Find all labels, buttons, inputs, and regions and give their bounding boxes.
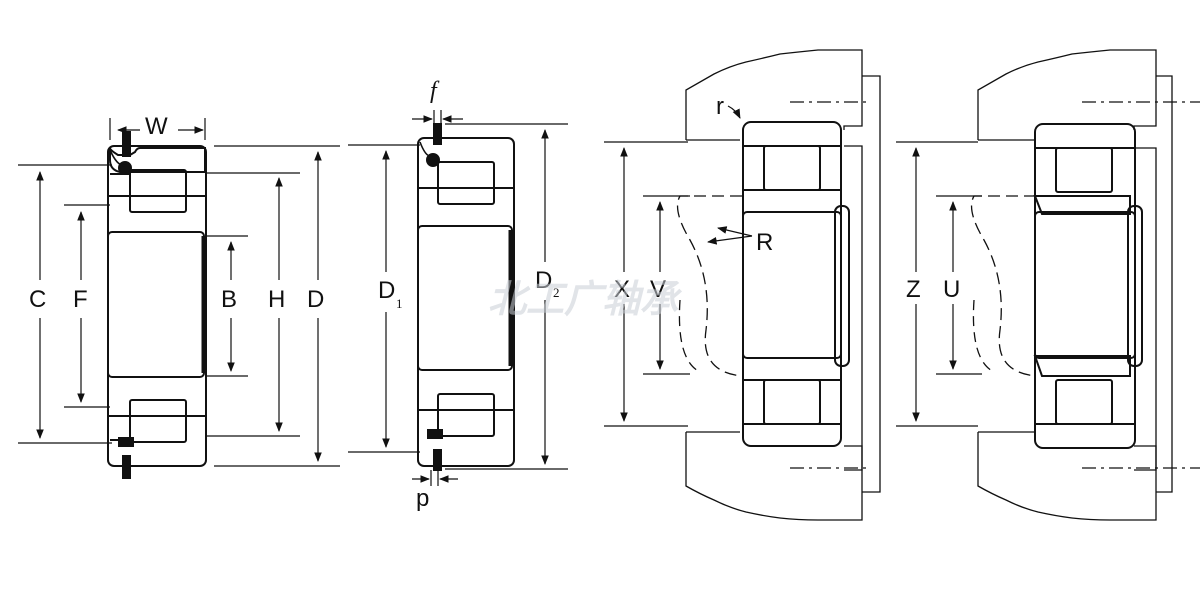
label-D1-subscript: 1 <box>396 296 403 311</box>
fig1-snap-ring-bottom <box>122 455 131 479</box>
label-B: B <box>221 286 237 313</box>
fig1-snap-ring-top <box>122 131 131 157</box>
fig1-top-roller <box>129 169 187 213</box>
label-X: X <box>614 276 630 303</box>
label-H: H <box>268 286 285 313</box>
fig4-bottom-roller <box>1055 379 1113 425</box>
figure-3-dimension-lines <box>604 105 753 427</box>
label-C: C <box>29 286 46 313</box>
label-D2: D <box>535 267 552 294</box>
fig1-outer-ring-body <box>107 145 207 467</box>
watermark-text: 北工广轴承 <box>488 277 682 321</box>
fig2-bottom-roller <box>437 393 495 437</box>
figure-2-bearing-section <box>417 123 515 471</box>
label-Z: Z <box>906 276 921 303</box>
figure-2-dimension-lines <box>348 110 568 486</box>
label-p: p <box>416 485 429 512</box>
label-R: R <box>756 229 773 256</box>
fig3-inner-ring <box>742 211 842 359</box>
label-r: r <box>716 93 724 120</box>
fig2-snap-ring-top <box>433 123 442 145</box>
label-V: V <box>650 276 666 303</box>
figure-1-bearing-section <box>107 131 207 479</box>
label-U: U <box>943 276 960 303</box>
fig1-bottom-roller <box>129 399 187 443</box>
fig2-top-roller <box>437 161 495 205</box>
figure-4-bearing <box>1033 123 1143 449</box>
label-D: D <box>307 286 324 313</box>
fig3-top-roller <box>763 145 821 191</box>
label-f: f <box>430 78 440 104</box>
figure-1-dimension-lines <box>18 118 340 467</box>
label-D2-subscript: 2 <box>553 285 560 300</box>
fig2-snap-ring-bottom <box>433 449 442 471</box>
label-D1: D <box>378 277 395 304</box>
fig1-outer-ring-top <box>109 147 206 173</box>
fig4-inner-ring <box>1034 211 1136 359</box>
figure-3-mounting-housing <box>676 49 881 521</box>
fig1-inner-ring <box>107 231 205 378</box>
figure-4-mounting-housing <box>970 49 1200 521</box>
label-W: W <box>145 113 168 140</box>
figure-3-bearing <box>742 121 850 447</box>
fig4-top-roller <box>1055 147 1113 193</box>
label-F: F <box>73 286 88 313</box>
fig3-bottom-roller <box>763 379 821 425</box>
figure-4-dimension-lines <box>896 141 982 427</box>
